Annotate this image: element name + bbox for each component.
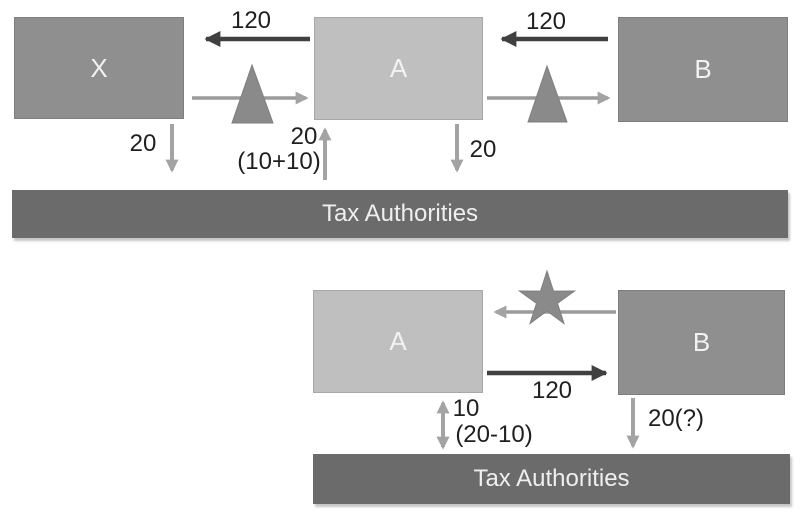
bottom-box-a-label: A — [389, 326, 407, 356]
bottom-tax-authorities-bar: Tax Authorities — [313, 454, 790, 504]
top-tax-a-up-amount: 20 — [290, 123, 318, 150]
top-box-x-label: X — [90, 52, 108, 83]
top-tax-a-down-amount: 20 — [469, 136, 497, 163]
bottom-box-a: A — [313, 290, 483, 393]
bottom-box-b-label: B — [692, 327, 711, 357]
bottom-tax-authorities-label: Tax Authorities — [473, 465, 630, 492]
top-tax-a-up-detail: (10+10) — [237, 148, 321, 175]
bottom-box-b: B — [618, 290, 785, 395]
top-box-a-label: A — [389, 53, 408, 83]
bottom-tax-a-detail: (20-10) — [455, 421, 533, 448]
bottom-tax-a-amount: 10 — [452, 395, 480, 422]
bottom-tax-b-amount: 20(?) — [647, 405, 705, 432]
top-box-x: X — [14, 17, 184, 119]
top-tax-x-amount: 20 — [129, 130, 157, 157]
top-box-b: B — [618, 17, 788, 122]
top-box-b-label: B — [694, 54, 712, 84]
triangle-icon — [231, 63, 274, 124]
top-payment-a-to-x-amount: 120 — [230, 7, 272, 34]
top-box-a: A — [314, 17, 483, 120]
top-tax-authorities-label: Tax Authorities — [321, 200, 479, 227]
star-icon — [517, 269, 577, 325]
triangle-icon — [527, 64, 568, 123]
bottom-payment-a-to-b-amount: 120 — [531, 377, 573, 404]
top-payment-b-to-a-amount: 120 — [525, 8, 567, 35]
top-tax-authorities-bar: Tax Authorities — [12, 190, 788, 238]
